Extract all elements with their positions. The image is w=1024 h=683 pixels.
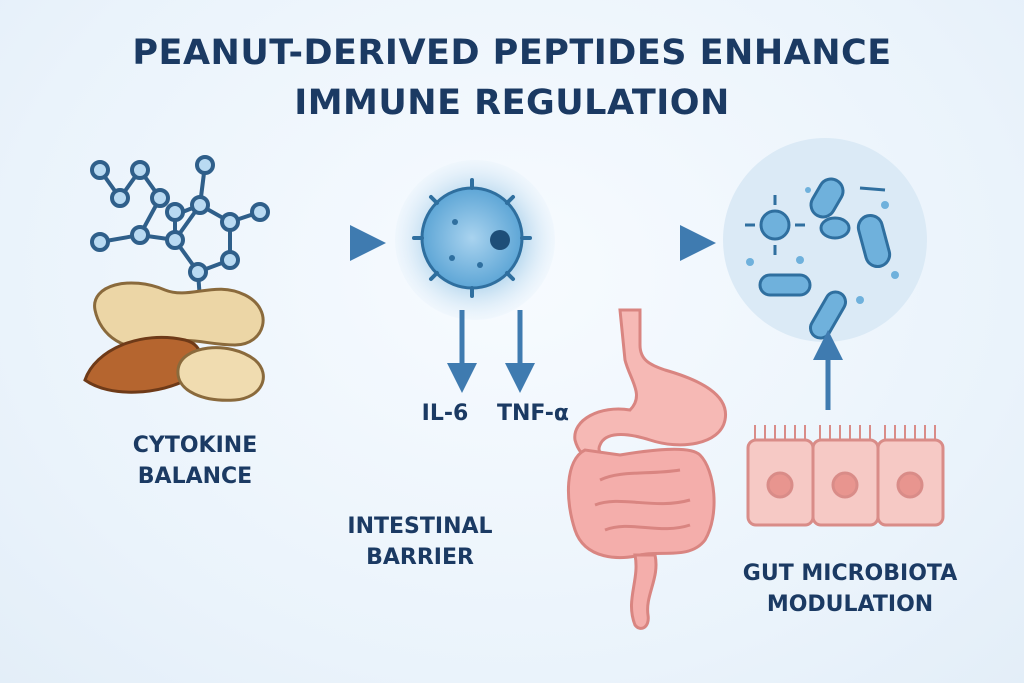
intestinal-line-1: INTESTINAL xyxy=(347,514,493,539)
title-line-1: PEANUT-DERIVED PEPTIDES ENHANCE xyxy=(132,33,892,73)
intestinal-barrier-label: INTESTINAL BARRIER xyxy=(320,511,520,573)
immune-cell-icon xyxy=(395,160,555,320)
intestinal-line-2: BARRIER xyxy=(366,545,474,570)
microbiota-icon xyxy=(723,138,927,342)
cytokine-balance-label: CYTOKINE BALANCE xyxy=(110,430,280,492)
cytokine-line-2: BALANCE xyxy=(137,464,253,489)
cytokine-line-1: CYTOKINE xyxy=(132,433,258,458)
epithelial-cells-icon xyxy=(746,425,945,527)
peptide-molecule-icon xyxy=(90,155,270,301)
stomach-intestine-icon xyxy=(566,308,727,630)
page-title: PEANUT-DERIVED PEPTIDES ENHANCE IMMUNE R… xyxy=(0,28,1024,128)
peanut-icon xyxy=(83,281,265,402)
il6-label: IL-6 xyxy=(421,401,469,426)
microbiota-line-1: GUT MICROBIOTA xyxy=(742,561,958,586)
tnf-alpha-label: TNF-α xyxy=(496,401,569,426)
gut-microbiota-label: GUT MICROBIOTA MODULATION xyxy=(715,558,985,620)
microbiota-line-2: MODULATION xyxy=(766,592,934,617)
title-line-2: IMMUNE REGULATION xyxy=(294,83,730,123)
